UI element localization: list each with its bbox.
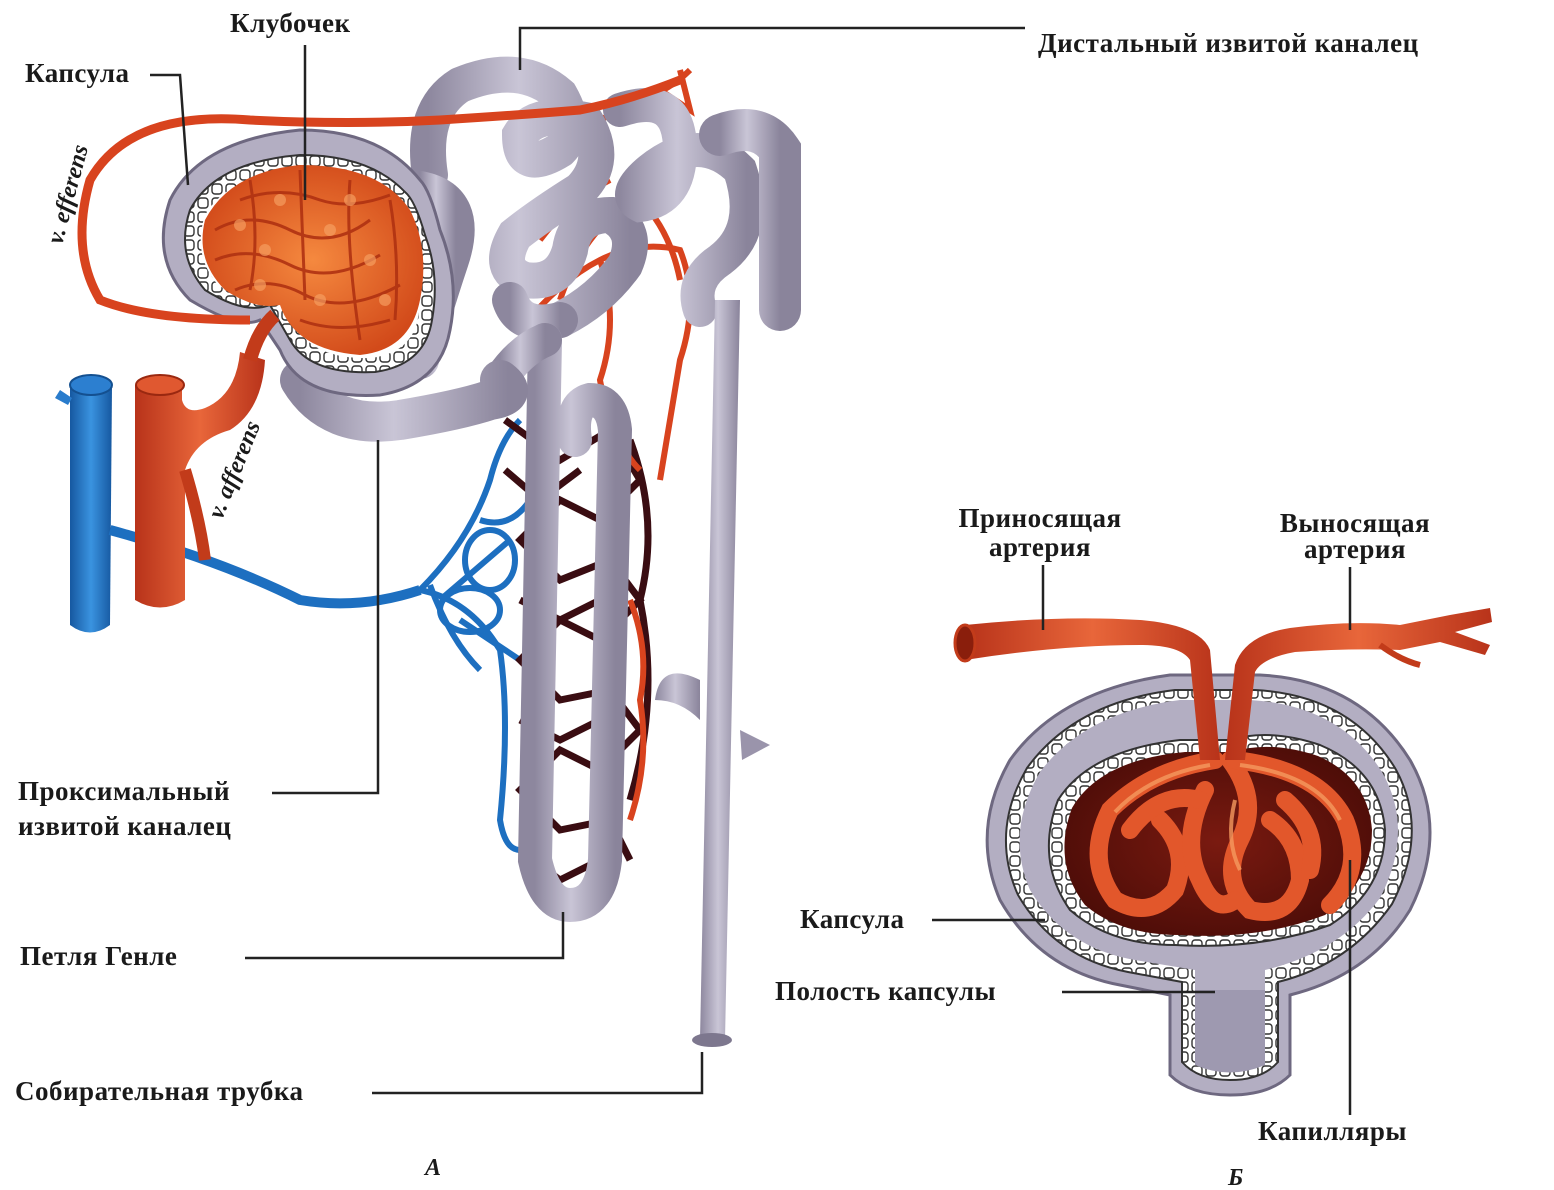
artery-vessel (135, 352, 265, 608)
label-loop-of-henle: Петля Генле (20, 941, 177, 971)
label-capsule-a: Капсула (25, 58, 130, 88)
label-collecting-duct: Собирательная трубка (15, 1076, 304, 1106)
label-proximal-line2: извитой каналец (18, 811, 231, 841)
label-efferent-line2: артерия (1304, 534, 1406, 564)
label-distal-tubule: Дистальный извитой каналец (1038, 28, 1419, 58)
label-capsule-b: Капсула (800, 904, 905, 934)
label-glomerulus: Клубочек (230, 8, 351, 38)
glomerulus-a (203, 165, 424, 355)
label-proximal-line1: Проксимальный (18, 776, 230, 806)
caption-b: Б (1227, 1165, 1243, 1190)
leader-distal-tubule (520, 28, 1025, 70)
label-afferent-line2: артерия (989, 532, 1091, 562)
label-capsule-cavity: Полость капсулы (775, 976, 996, 1006)
leader-proximal-tubule (272, 440, 378, 793)
leader-loop-of-henle (245, 912, 563, 958)
distal-tubule (428, 75, 780, 323)
panel-b: Приносящая артерия Выносящая артерия Кап… (775, 503, 1492, 1190)
venous-network (420, 420, 530, 850)
leader-collecting-duct (372, 1052, 702, 1093)
caption-a: А (423, 1155, 441, 1181)
label-afferent-line1: Приносящая (958, 503, 1121, 533)
label-capillaries: Капилляры (1258, 1116, 1407, 1146)
